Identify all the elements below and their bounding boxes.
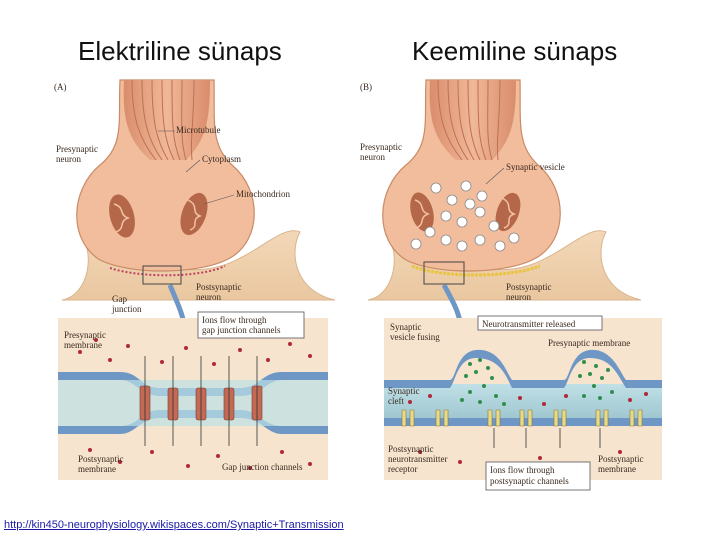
heading-electrical-synapse: Elektriline sünaps: [78, 36, 282, 66]
callout-ions-flow-a: [197, 311, 305, 339]
label-gap-junction-channels: Gap junction channels: [222, 462, 303, 472]
label-postsynaptic-receptor-3: receptor: [388, 464, 417, 474]
gap-junction-box-a: [142, 265, 182, 285]
label-ions-flow-a-1: Ions flow through: [202, 315, 267, 325]
zoom-panel-b: Neurotransmitter released Synaptic vesic…: [384, 315, 662, 491]
label-synaptic-vesicle: Synaptic vesicle: [506, 162, 565, 172]
label-mitochondrion: Mitochondrion: [236, 189, 290, 199]
axon-b: [429, 80, 516, 160]
label-postsynaptic-membrane-b-1: Postsynaptic: [598, 454, 644, 464]
ion-flow-arrows-b: [493, 428, 601, 448]
synaptic-vesicles-b: [410, 180, 520, 252]
presynaptic-membrane-b: [384, 349, 662, 388]
label-vesicle-fusing-2: vesicle fusing: [390, 332, 440, 342]
label-presynaptic-membrane-a-2: membrane: [64, 340, 102, 350]
axon-a: [123, 80, 210, 160]
postsynaptic-receptors-b: [401, 409, 643, 427]
label-cytoplasm: Cytoplasm: [202, 154, 241, 164]
callout-ions-flow-b: [485, 461, 591, 491]
label-neurotransmitter-released: Neurotransmitter released: [482, 319, 576, 329]
callout-neurotransmitter-released: [477, 315, 603, 331]
mitochondrion-a-left: [109, 194, 135, 238]
panel-a: (A) Microtubule: [54, 79, 336, 480]
label-presynaptic-neuron-b-1: Presynaptic: [360, 142, 402, 152]
microtubules-b: [437, 79, 501, 161]
ion-flow-arrows-a: [144, 356, 258, 446]
postsynaptic-density-b: [411, 264, 541, 277]
mitochondrion-b-left: [410, 192, 434, 232]
label-postsynaptic-membrane-a-1: Postsynaptic: [78, 454, 124, 464]
label-presynaptic-membrane-b: Presynaptic membrane: [548, 338, 630, 348]
label-postsynaptic-membrane-a-2: membrane: [78, 464, 116, 474]
label-postsynaptic-neuron-b-2: neuron: [506, 292, 531, 302]
panel-a-letter: (A): [54, 82, 67, 92]
label-postsynaptic-neuron-a-1: Postsynaptic: [196, 282, 242, 292]
mitochondrion-b-right: [495, 192, 521, 232]
gap-junction-zone-a: [109, 265, 226, 277]
label-ions-flow-b-1: Ions flow through: [490, 465, 555, 475]
label-postsynaptic-neuron-b-1: Postsynaptic: [506, 282, 552, 292]
label-microtubule: Microtubule: [176, 125, 221, 135]
label-ions-flow-b-2: postsynaptic channels: [490, 476, 569, 486]
label-synaptic-cleft-1: Synaptic: [388, 386, 420, 396]
label-presynaptic-neuron-b-2: neuron: [360, 152, 385, 162]
microtubules-a: [131, 79, 195, 161]
panel-b: (B): [360, 79, 662, 491]
neurotransmitters-b: [460, 358, 614, 406]
mitochondrion-a-right: [180, 192, 208, 236]
heading-chemical-synapse: Keemiline sünaps: [412, 36, 618, 66]
presynaptic-membrane-a: [58, 372, 328, 396]
label-postsynaptic-neuron-a-2: neuron: [196, 292, 221, 302]
label-postsynaptic-receptor-2: neurotransmitter: [388, 454, 447, 464]
label-postsynaptic-membrane-b-2: membrane: [598, 464, 636, 474]
label-presynaptic-neuron-a-2: neuron: [56, 154, 81, 164]
label-presynaptic-membrane-a-1: Presynaptic: [64, 330, 106, 340]
ions-b: [408, 392, 648, 468]
label-synaptic-cleft-2: cleft: [388, 396, 404, 406]
label-gap-junction-2: junction: [111, 304, 142, 314]
zoom-panel-a: Ions flow through gap junction channels …: [58, 311, 328, 480]
synapse-box-b: [423, 261, 465, 285]
label-presynaptic-neuron-a-1: Presynaptic: [56, 144, 98, 154]
source-link[interactable]: http://kin450-neurophysiology.wikispaces…: [4, 519, 344, 531]
panel-b-letter: (B): [360, 82, 372, 92]
label-ions-flow-a-2: gap junction channels: [202, 325, 281, 335]
postsynaptic-membrane-a: [58, 410, 328, 434]
label-postsynaptic-receptor-1: Postsynaptic: [388, 444, 434, 454]
label-gap-junction-1: Gap: [112, 294, 127, 304]
label-vesicle-fusing-1: Synaptic: [390, 322, 422, 332]
